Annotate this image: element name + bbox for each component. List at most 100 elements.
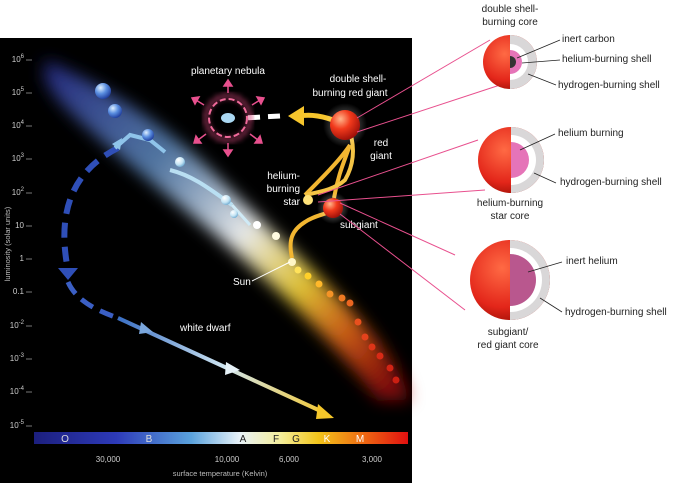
spectral-class-label: O bbox=[61, 434, 69, 445]
y-tick-label: 10-3 bbox=[10, 353, 25, 363]
double-shell-core-cutaway bbox=[483, 35, 537, 89]
top-core-pointers bbox=[516, 39, 561, 86]
star bbox=[221, 195, 231, 205]
sun-pointer bbox=[251, 261, 291, 282]
main-sequence-stars bbox=[95, 83, 400, 384]
top-core-label: hydrogen-burning shell bbox=[558, 80, 660, 91]
dashed-path-segment bbox=[65, 280, 119, 321]
star bbox=[392, 376, 400, 384]
temperature-tick-label: 3,000 bbox=[362, 455, 383, 464]
temperature-tick-label: 10,000 bbox=[215, 455, 240, 464]
red-giant-label-line1: red bbox=[374, 138, 388, 149]
star bbox=[95, 83, 111, 99]
bottom-core-pointers bbox=[527, 261, 563, 313]
middle-core-pointers bbox=[519, 133, 557, 184]
y-tick-label: 105 bbox=[12, 87, 25, 97]
y-tick-label: 10-4 bbox=[10, 386, 25, 396]
nebula-core bbox=[221, 113, 235, 123]
top-core-title-line2: burning core bbox=[482, 17, 538, 28]
arrowhead-down-icon bbox=[58, 268, 78, 280]
middle-core-label: hydrogen-burning shell bbox=[560, 177, 662, 188]
spectral-class-label: A bbox=[240, 434, 247, 445]
spectral-class-bar bbox=[34, 432, 408, 444]
bottom-core-title-line2: red giant core bbox=[477, 340, 539, 351]
bottom-core-title-line1: subgiant/ bbox=[488, 327, 529, 338]
double-shell-label-line2: burning red giant bbox=[312, 88, 387, 99]
arrowhead-right-icon bbox=[316, 404, 334, 419]
helium-flash-track bbox=[303, 143, 352, 197]
middle-core-title-line1: helium-burning bbox=[477, 198, 543, 209]
red-giant-label-line2: giant bbox=[370, 151, 392, 162]
subgiant-label: subgiant bbox=[340, 220, 378, 231]
star bbox=[338, 294, 346, 302]
star bbox=[294, 266, 302, 274]
sun-star bbox=[288, 258, 296, 266]
double-shell-red-giant-star bbox=[330, 110, 360, 140]
spectral-class-label: M bbox=[356, 434, 364, 445]
upper-track bbox=[230, 203, 252, 227]
star bbox=[272, 232, 280, 240]
arrowhead-right-icon bbox=[225, 362, 240, 375]
top-core-title-line1: double shell- bbox=[482, 4, 539, 15]
y-tick-label: 10 bbox=[15, 221, 24, 230]
stage-labels: planetary nebula double shell- burning r… bbox=[179, 66, 392, 334]
spectral-class-label: F bbox=[273, 434, 279, 445]
y-tick-label: 10-2 bbox=[10, 320, 25, 330]
star bbox=[108, 104, 122, 118]
star bbox=[315, 280, 323, 288]
spectral-class-label: K bbox=[324, 434, 331, 445]
top-core-label: helium-burning shell bbox=[562, 54, 652, 65]
y-tick-label: 10-5 bbox=[10, 420, 25, 430]
blue-track bbox=[113, 132, 167, 154]
helium-burning-star bbox=[303, 195, 313, 205]
star bbox=[346, 299, 354, 307]
helium-burning-core-cutaway bbox=[478, 127, 544, 193]
star bbox=[230, 210, 238, 218]
white-dwarf-track bbox=[117, 316, 326, 415]
dashed-path-to-white-dwarf bbox=[61, 145, 120, 271]
core-connectors bbox=[317, 39, 501, 311]
spectral-class-label: B bbox=[146, 434, 153, 445]
middle-core-label: helium burning bbox=[558, 128, 624, 139]
star bbox=[376, 352, 384, 360]
subgiant-core-cutaway bbox=[470, 240, 550, 320]
y-tick-label: 104 bbox=[12, 120, 25, 130]
double-shell-label-line1: double shell- bbox=[330, 74, 387, 85]
middle-core-title-line2: star core bbox=[491, 211, 530, 222]
temperature-tick-label: 30,000 bbox=[96, 455, 121, 464]
arrowhead-left-icon bbox=[112, 138, 122, 150]
star bbox=[386, 364, 394, 372]
bottom-core-label: hydrogen-burning shell bbox=[565, 307, 667, 318]
white-dwarf-label: white dwarf bbox=[179, 323, 231, 334]
temperature-tick-label: 6,000 bbox=[279, 455, 300, 464]
y-tick-label: 1 bbox=[20, 254, 25, 263]
star bbox=[326, 290, 334, 298]
helium-burning-label-line3: star bbox=[283, 197, 300, 208]
helium-burning-label-line1: helium- bbox=[267, 171, 300, 182]
helium-burning-label-line2: burning bbox=[267, 184, 300, 195]
spectral-class-label: G bbox=[292, 434, 300, 445]
bottom-core-label: inert helium bbox=[566, 256, 618, 267]
y-tick-label: 102 bbox=[12, 187, 25, 197]
star bbox=[175, 157, 185, 167]
y-tick-label: 103 bbox=[12, 153, 25, 163]
y-axis-tick-labels: 106 105 104 103 102 10 1 0.1 10-2 10-3 1… bbox=[10, 54, 25, 430]
star bbox=[368, 343, 376, 351]
subgiant-star bbox=[323, 198, 343, 218]
arrowhead-left-icon bbox=[288, 106, 304, 126]
planetary-nebula bbox=[190, 78, 266, 158]
y-axis-label: luminosity (solar units) bbox=[3, 206, 12, 281]
star bbox=[142, 129, 154, 141]
main-sequence-band bbox=[45, 60, 410, 400]
spectral-class-labels: O B A F G K M bbox=[61, 434, 364, 445]
y-axis-ticks bbox=[26, 59, 32, 427]
helium-burning-track bbox=[304, 131, 355, 197]
y-tick-label: 106 bbox=[12, 54, 25, 64]
arrowhead-right-icon bbox=[139, 322, 153, 334]
sun-label: Sun bbox=[233, 277, 251, 288]
y-tick-label: 0.1 bbox=[13, 287, 25, 296]
temperature-tick-labels: 30,000 10,000 6,000 3,000 bbox=[96, 455, 383, 464]
top-core-label: inert carbon bbox=[562, 34, 615, 45]
